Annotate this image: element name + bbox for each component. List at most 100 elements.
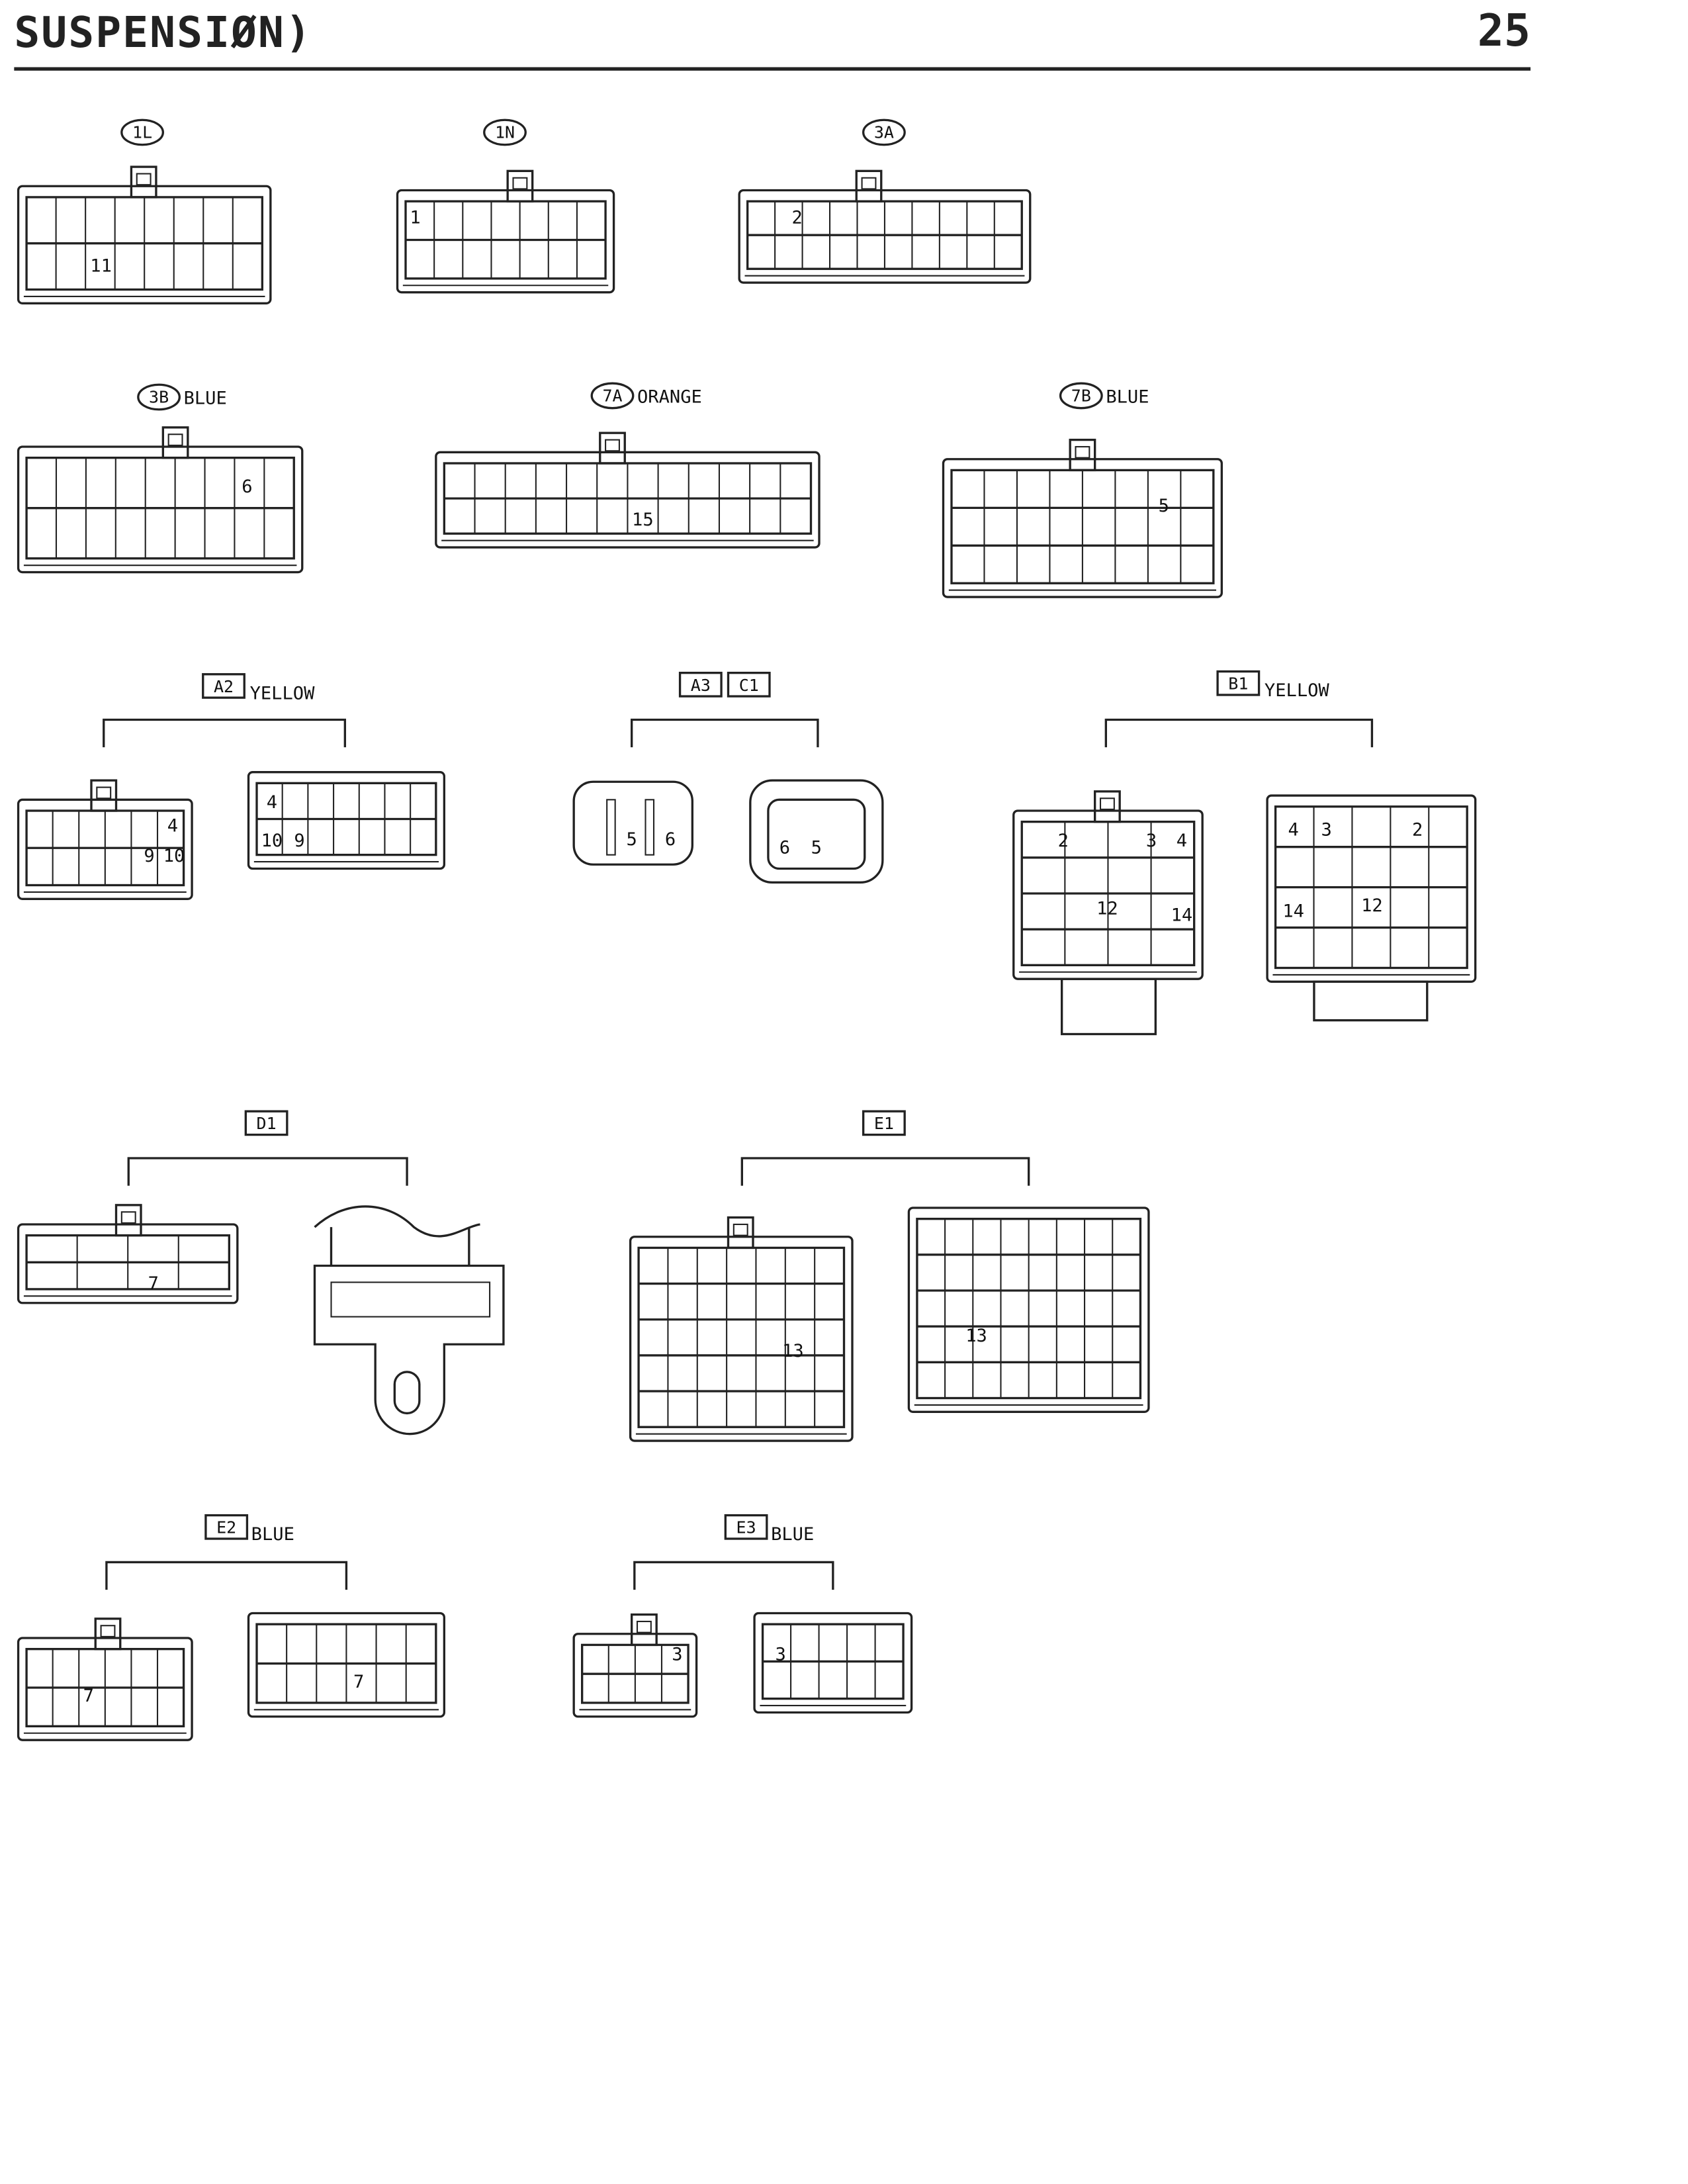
connector-code: E2 [216, 1518, 236, 1537]
lock-tab [727, 1216, 754, 1250]
pin-number: 6 [665, 829, 676, 850]
connector-housing [942, 458, 1223, 598]
lock-tab [1094, 790, 1121, 823]
connector-1N: 1N 1 [396, 118, 615, 294]
connector-code: D1 [257, 1114, 277, 1133]
connector-housing [17, 185, 272, 304]
connector-code: 1N [495, 122, 515, 142]
lock-tab [90, 779, 118, 812]
connector-housing [749, 779, 884, 884]
connector-housing [247, 771, 446, 870]
pair-bracket [127, 1157, 408, 1186]
pin-number: 1 [410, 208, 420, 228]
wire-color-label: YELLOW [1265, 680, 1330, 701]
lock-tab [120, 1211, 136, 1224]
lock-tab [512, 177, 528, 190]
slot [330, 1281, 491, 1318]
connector-housing [435, 451, 821, 549]
pin-number: 14 [1171, 905, 1193, 926]
lock-tab [136, 173, 152, 186]
pair-bracket [105, 1561, 348, 1590]
connector-housing [17, 1223, 239, 1304]
pin-number: 9 [144, 846, 154, 866]
connector-housing [753, 1612, 913, 1714]
connector-code-badge [862, 1110, 906, 1136]
connector-code: B1 [1228, 674, 1248, 694]
connector-bracket-device [313, 1205, 505, 1435]
connector-code-badge [244, 1110, 289, 1136]
connector-code-badge [678, 672, 723, 698]
terminal [644, 799, 655, 856]
lock-tab [636, 1620, 652, 1633]
connector-1L: 1L 11 [17, 118, 272, 304]
pin-number: 3 [672, 1644, 682, 1664]
pin-number: 7 [148, 1273, 159, 1294]
terminal-grid [767, 798, 866, 870]
connector-housing [17, 445, 304, 574]
pin-number: 4 [1177, 831, 1187, 851]
wire-color-label: BLUE [251, 1524, 294, 1545]
lock-tab [100, 1625, 116, 1637]
connector-D1: D1 7 [17, 1110, 505, 1435]
connector-code: 7A [602, 386, 622, 405]
lock-tab [130, 165, 157, 199]
connector-code: A2 [214, 677, 234, 696]
lock-tab [167, 433, 183, 446]
lock-tab [733, 1223, 748, 1236]
connector-housing [738, 189, 1032, 284]
connector-housing [572, 780, 694, 866]
connector-code: 3A [874, 122, 894, 142]
lock-tab [1099, 797, 1115, 810]
pair-bracket [103, 718, 347, 748]
connector-code: A3 [691, 676, 711, 695]
connector-3A: 3A2 [738, 118, 1032, 284]
connector-code-badge [590, 382, 635, 410]
connector-code: 1L [132, 122, 152, 142]
pin-number: 11 [90, 255, 112, 276]
pair-bracket [1104, 718, 1374, 748]
pin-number: 3 [776, 1644, 786, 1664]
pin-number: 3 [1146, 831, 1157, 851]
terminal [606, 799, 616, 856]
connector-code-badge [204, 1514, 249, 1540]
lock-tab [161, 426, 189, 459]
connector-code: 7B [1071, 386, 1091, 405]
lock-tab [1069, 438, 1096, 472]
pin-number: 14 [1282, 901, 1304, 921]
lock-tab [599, 432, 626, 465]
connector-housing [247, 1612, 446, 1718]
connector-housing [572, 1633, 698, 1718]
connector-code: E1 [874, 1114, 894, 1133]
connector-code: 3B [149, 387, 169, 406]
housing-skirt [1061, 978, 1157, 1036]
wire-color-label: BLUE [184, 388, 227, 408]
connector-code-badge [1216, 670, 1261, 696]
pair-bracket [740, 1157, 1030, 1186]
connector-code-badge [727, 672, 771, 698]
wire-color-label: YELLOW [250, 683, 316, 704]
lock-tab [94, 1617, 122, 1651]
pin-number: 3 [1321, 820, 1332, 841]
connector-housing [17, 1637, 193, 1741]
connector-code: C1 [739, 676, 759, 695]
lock-tab [855, 169, 883, 203]
connector-housing [629, 1236, 854, 1442]
connector-code-badge [724, 1514, 768, 1540]
pin-number: 5 [627, 829, 637, 850]
page-number: 25 [1478, 5, 1531, 56]
lock-tab [114, 1204, 142, 1237]
connector-housing [396, 189, 615, 294]
pin-number: 5 [811, 838, 822, 858]
pin-number: 13 [965, 1326, 987, 1346]
pin-number: 15 [632, 510, 654, 530]
connector-code-badge [137, 383, 181, 411]
lock-tab [861, 177, 877, 190]
pin-number: 5 [1159, 496, 1169, 516]
wire-color-label: ORANGE [637, 387, 702, 407]
terminal-grid [637, 1246, 846, 1428]
